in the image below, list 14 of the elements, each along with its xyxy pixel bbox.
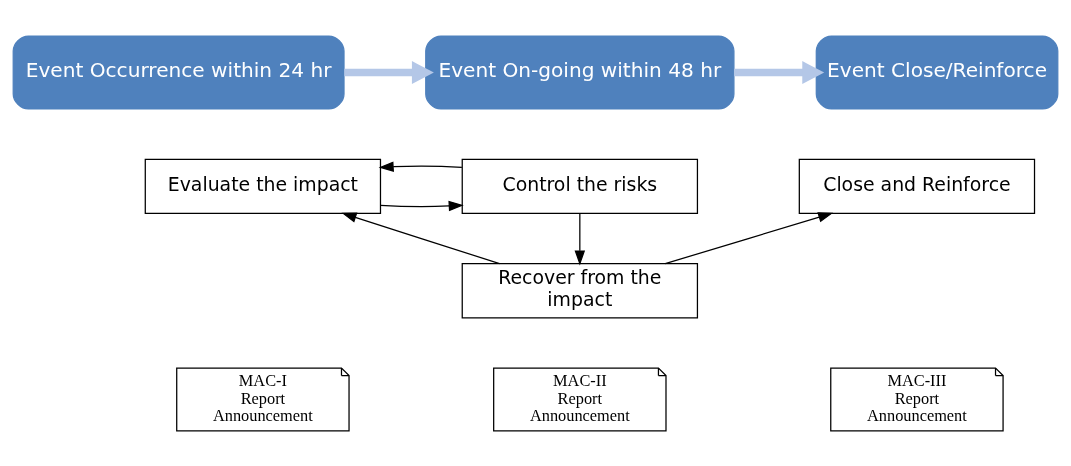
node-box: Evaluate the impact: [144, 158, 382, 214]
arrow: [379, 200, 464, 211]
node-box: Event Close/Reinforce: [815, 34, 1059, 110]
arrow: [378, 160, 463, 172]
node-box: Event On-going within 48 hr: [425, 34, 735, 110]
arrow: [574, 212, 586, 266]
node-box: Close and Reinforce: [798, 158, 1036, 214]
arrow: [734, 60, 825, 84]
arrow: [664, 211, 834, 264]
node-box: Recover from the impact: [461, 262, 699, 318]
arrow: [344, 60, 434, 84]
arrow: [341, 211, 501, 264]
node-box: Control the risks: [461, 158, 699, 214]
node-box: Event Occurrence within 24 hr: [12, 34, 345, 110]
